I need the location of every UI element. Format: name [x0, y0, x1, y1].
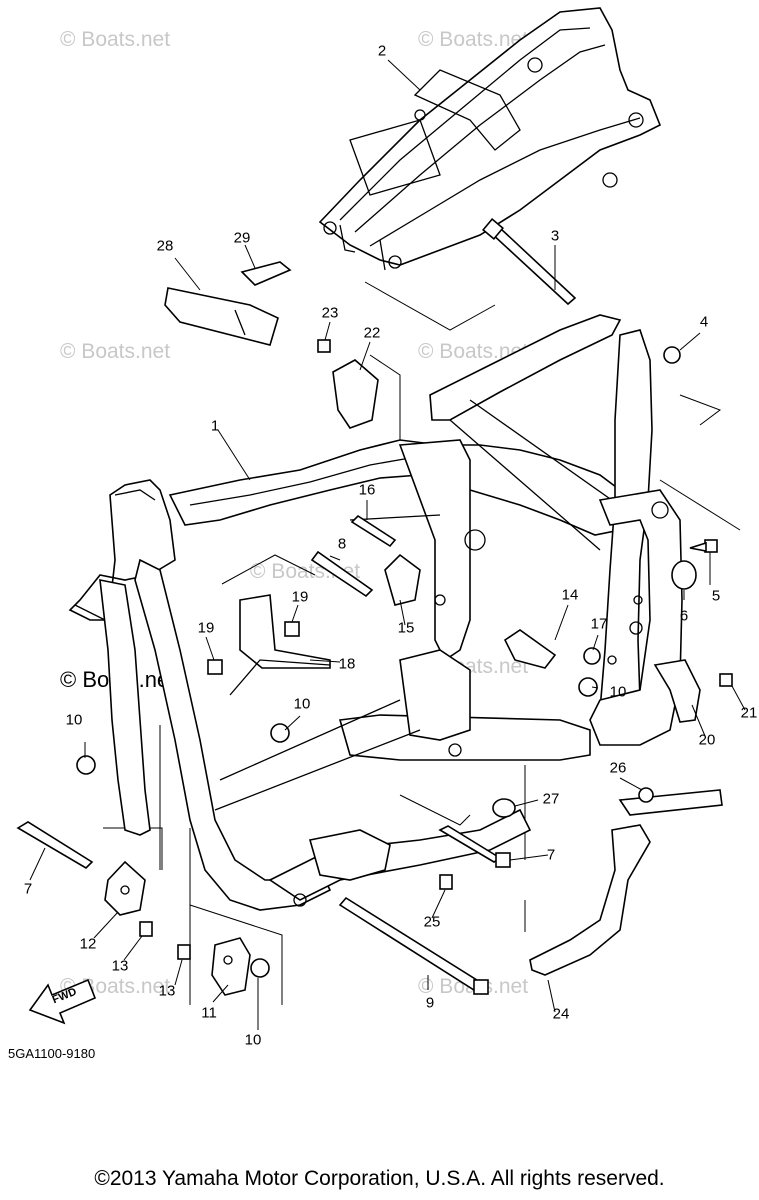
callout-11: 11: [201, 1004, 217, 1022]
callout-7: 7: [23, 880, 33, 898]
callout-10: 10: [293, 695, 311, 713]
callout-4: 4: [699, 313, 709, 331]
main-frame: [68, 314, 683, 911]
callout-5: 5: [711, 587, 721, 605]
callout-6: 6: [679, 607, 689, 625]
watermark: © Boats.net: [60, 28, 171, 51]
callout-16: 16: [358, 481, 376, 499]
watermark: © Boats.net: [60, 340, 171, 363]
callout-14: 14: [561, 586, 579, 604]
bolt: [482, 218, 577, 306]
watermark: © Boats.net: [418, 340, 529, 363]
callout-22: 22: [363, 324, 381, 342]
catalog-number: 5GA1100-9180: [8, 1046, 96, 1061]
callout-1: 1: [210, 417, 220, 435]
callout-23: 23: [321, 304, 339, 322]
callout-29: 29: [233, 229, 251, 247]
callout-13: 13: [158, 982, 176, 1000]
callout-21: 21: [740, 704, 758, 722]
callout-28: 28: [156, 237, 174, 255]
callout-7: 7: [546, 846, 556, 864]
fwd-arrow: [28, 978, 97, 1025]
callout-20: 20: [698, 731, 716, 749]
callout-9: 9: [425, 994, 435, 1012]
callout-26: 26: [609, 759, 627, 777]
watermark: © Boats.net: [418, 28, 529, 51]
callout-13: 13: [111, 957, 129, 975]
callout-27: 27: [542, 790, 560, 808]
callout-3: 3: [550, 227, 560, 245]
callout-15: 15: [397, 619, 415, 637]
rear-fender-stay: [318, 7, 662, 271]
callout-8: 8: [337, 535, 347, 553]
cover-plate: [164, 287, 279, 346]
copyright-notice: ©2013 Yamaha Motor Corporation, U.S.A. A…: [94, 1167, 665, 1190]
callout-10: 10: [65, 711, 83, 729]
callout-18: 18: [338, 655, 356, 673]
callout-19: 19: [197, 619, 215, 637]
callout-10: 10: [244, 1031, 262, 1049]
clip: [240, 261, 292, 286]
callout-10: 10: [609, 683, 627, 701]
callout-24: 24: [552, 1005, 570, 1023]
callout-12: 12: [79, 935, 97, 953]
callout-17: 17: [590, 615, 608, 633]
callout-25: 25: [423, 913, 441, 931]
callout-19: 19: [291, 588, 309, 606]
callout-2: 2: [377, 42, 387, 60]
